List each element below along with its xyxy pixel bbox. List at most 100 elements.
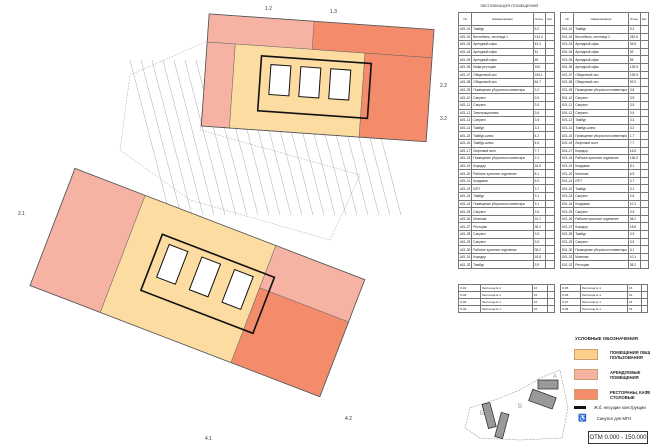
table-cell: Б01-22	[559, 184, 575, 194]
table-cell: Б01-04	[559, 47, 575, 57]
table-cell: 3.1	[627, 245, 641, 254]
table-cell: 16	[531, 291, 548, 299]
table-cell	[640, 305, 649, 313]
table-cell	[639, 116, 650, 125]
table-cell	[544, 138, 556, 148]
table-cell	[639, 252, 650, 262]
table-cell: Санузел	[573, 237, 629, 247]
table-cell: Б01-01	[559, 25, 575, 34]
table-cell: 10.1	[627, 252, 641, 262]
table-cell: 4.2	[627, 123, 641, 133]
table-cell: ИТП	[573, 176, 629, 186]
table-cell: Вестибюль, лестница 2	[573, 32, 629, 42]
table-cell: 3.2	[532, 85, 546, 95]
table-cell: Лестница Н-1	[579, 298, 628, 306]
table-title: ЭКСПЛИКАЦИЯ ПОМЕЩЕНИЙ	[480, 3, 539, 8]
table-cell: 3.5	[627, 237, 641, 247]
table-cell: Тамбур	[573, 184, 629, 194]
table-cell	[544, 154, 556, 163]
table-cell: 16	[531, 298, 548, 306]
table-cell: А01-15	[457, 131, 473, 140]
wall-line-icon	[574, 406, 586, 409]
table-cell: 106.1	[532, 70, 546, 80]
table-cell: А01-21	[457, 176, 473, 186]
table-cell	[544, 176, 556, 186]
column-header: Площ.	[627, 12, 641, 26]
table-cell: Б01-23	[559, 192, 575, 201]
table-cell: Рабочее кухонное отделение	[573, 154, 629, 163]
table-cell: 54.7	[532, 78, 546, 87]
table-cell: Л-08	[560, 305, 581, 313]
table-cell: 282.8	[627, 32, 641, 42]
table-cell: А01-08	[457, 78, 473, 87]
table-cell: Тамбур	[573, 25, 629, 34]
table-cell	[544, 131, 556, 140]
table-cell: Б01-11	[559, 100, 575, 110]
axis-label: 2.2	[440, 83, 447, 89]
table-cell: Б01-30	[559, 245, 575, 254]
table-cell: Коридор	[471, 252, 534, 262]
table-cell: Б01-10	[559, 93, 575, 102]
table-cell: 10.1	[532, 214, 546, 224]
table-cell: 133.4	[532, 32, 546, 42]
table-cell: Лестница Н-1	[579, 284, 628, 292]
table-cell: А01-28	[457, 230, 473, 239]
table-cell: Моечная	[573, 169, 629, 178]
table-cell: Рабочее кухонное отделение	[471, 169, 534, 178]
table-cell: Кафе-ресторан	[471, 62, 534, 72]
table-cell: Б01-13	[559, 116, 575, 125]
table-cell: А01-09	[457, 85, 473, 95]
table-cell: Санузел	[471, 237, 534, 247]
table-cell	[639, 260, 650, 269]
table-cell	[544, 55, 556, 64]
table-cell	[544, 93, 556, 102]
table-cell: Тамбур	[573, 116, 629, 125]
table-cell: 51	[532, 47, 546, 57]
table-cell: Санузел	[573, 192, 629, 201]
table-cell	[639, 184, 650, 194]
hatch-line	[129, 59, 171, 216]
table-cell	[640, 298, 649, 306]
table-cell: 3.5	[532, 93, 546, 102]
table-cell: Б01-07	[559, 70, 575, 80]
table-cell: Л-05	[560, 284, 581, 292]
table-cell: 18.8	[532, 252, 546, 262]
table-cell: А01-11	[457, 100, 473, 110]
table-cell: А01-06	[457, 62, 473, 72]
table-cell: А01-27	[457, 222, 473, 232]
table-cell: Санузел	[573, 108, 629, 118]
key-label-c: В	[518, 404, 522, 410]
table-cell	[544, 32, 556, 42]
table-cell: Тамбур	[573, 230, 629, 239]
table-cell: Обеденный зал	[573, 70, 629, 80]
table-cell: 3.5	[532, 237, 546, 247]
hatch-line	[140, 59, 182, 216]
table-cell: А01-07	[457, 70, 473, 80]
table-cell	[544, 146, 556, 156]
table-cell: Л-06	[560, 291, 581, 299]
table-cell: 3.7	[627, 176, 641, 186]
legend-common: ПОМЕЩЕНИЯ ОБЩЕГО ПОЛЬЗОВАНИЯ	[574, 349, 650, 360]
table-cell	[546, 291, 556, 299]
table-cell: Кладовая	[471, 176, 534, 186]
table-cell	[544, 108, 556, 118]
column-header: №	[559, 12, 575, 26]
table-cell: 38.2	[532, 222, 546, 232]
table-cell: 3.7	[532, 184, 546, 194]
table-cell: Санузел	[471, 230, 534, 239]
table-cell: Б01-29	[559, 237, 575, 247]
